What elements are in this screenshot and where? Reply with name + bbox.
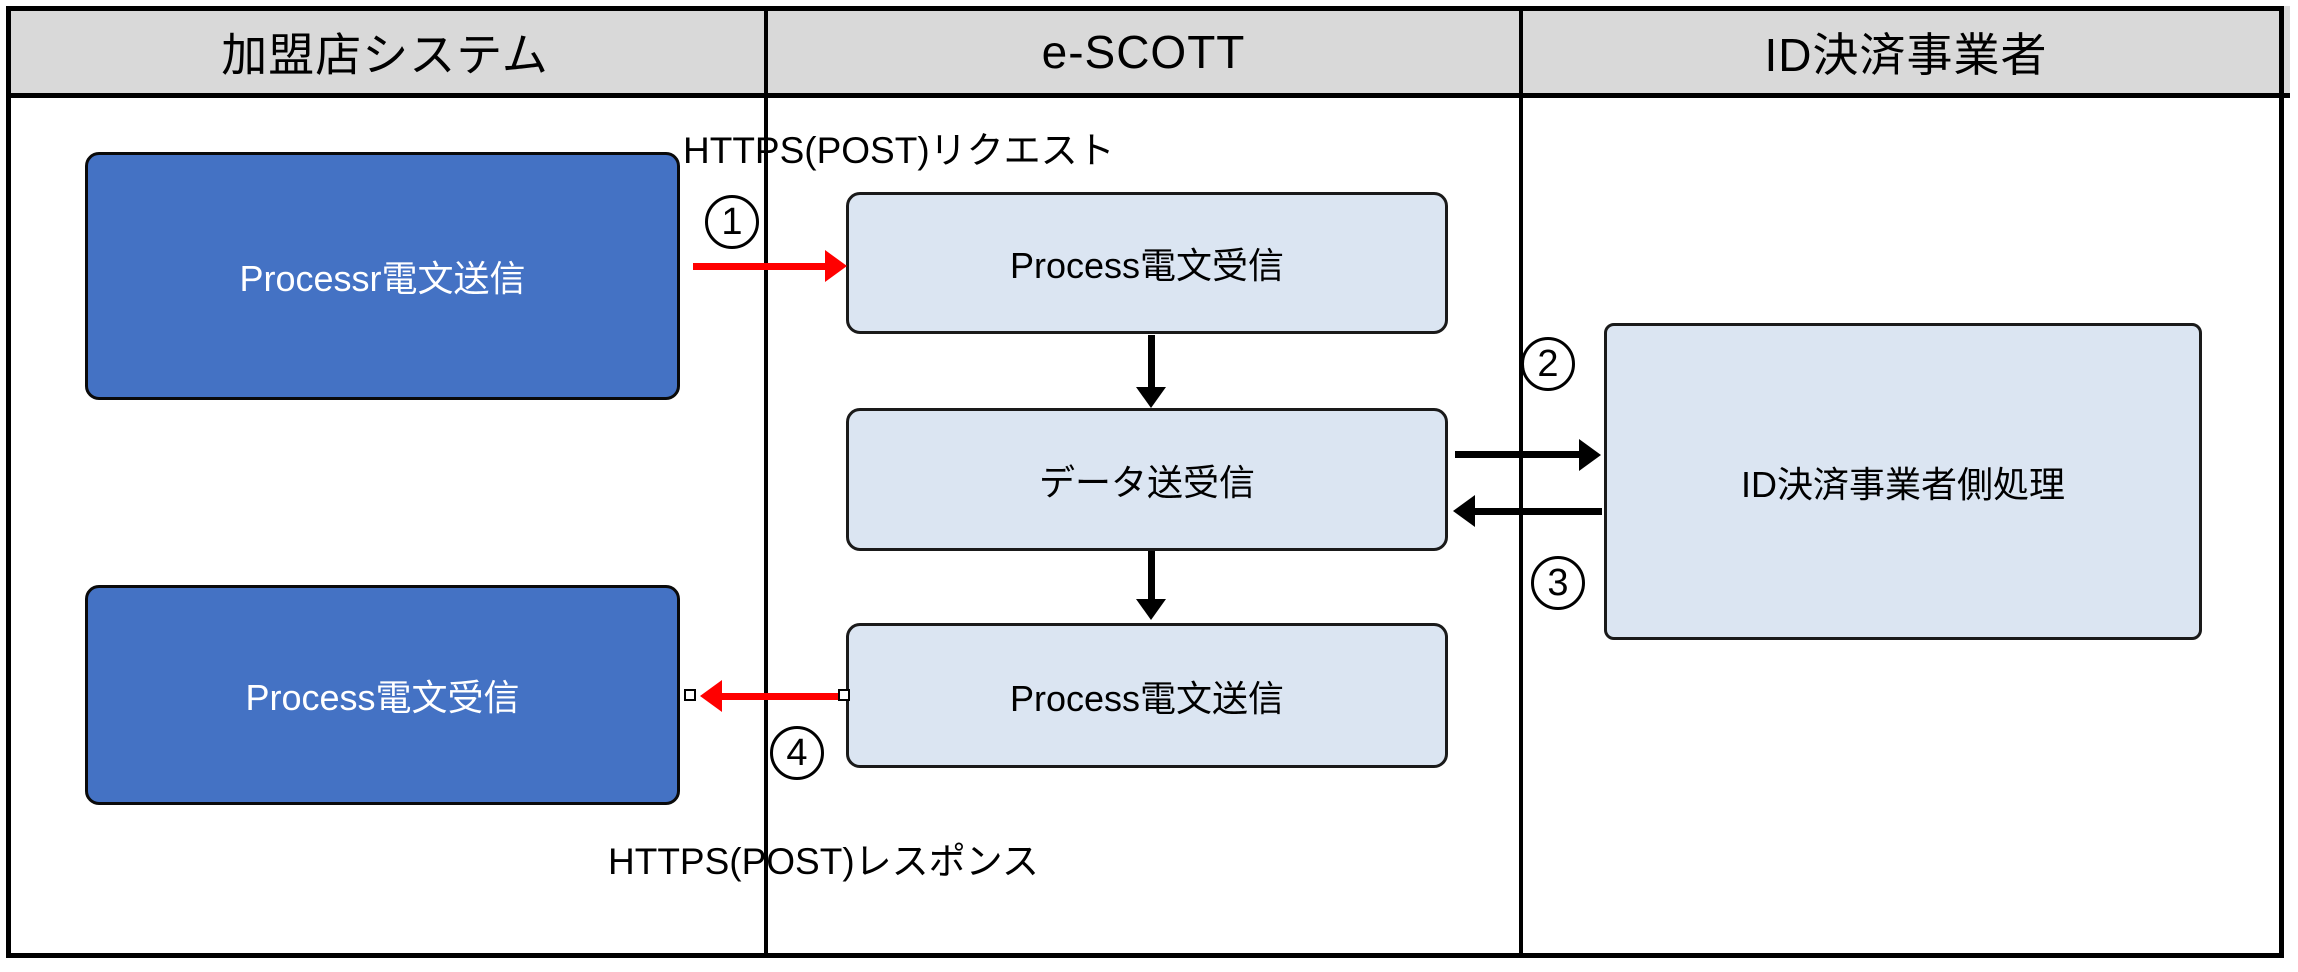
arrow-step2-to-provider-line [1455,451,1579,458]
node-escott-data-exchange: データ送受信 [846,408,1448,551]
https-post-request-label: HTTPS(POST)リクエスト [683,130,1115,171]
step-4-number: 4 [786,731,808,774]
node-merchant-receive-label: Process電文受信 [245,677,520,718]
step-4-badge: 4 [770,726,824,780]
step-2-badge: 2 [1521,337,1575,391]
column-header-escott: e-SCOTT [1041,26,1246,78]
step-1-badge: 1 [705,195,759,249]
arrow-escott-data-to-send-head-icon [1136,599,1166,620]
node-merchant-send: Processr電文送信 [85,152,680,400]
node-escott-receive-label: Process電文受信 [1009,245,1285,286]
step-3-badge: 3 [1531,556,1585,610]
arrow-step2-to-provider-head-icon [1579,439,1601,471]
arrow-step4-response-line [722,693,839,700]
arrow-escott-receive-to-data-head-icon [1136,387,1166,408]
header-band [6,6,2290,98]
node-merchant-receive: Process電文受信 [85,585,680,805]
step-1-number: 1 [721,200,743,243]
https-post-response-label: HTTPS(POST)レスポンス [608,841,1039,882]
node-escott-data-exchange-label: データ送受信 [1038,461,1255,503]
arrow-step4-endpoint-handle-left [684,689,696,701]
node-provider-process-label: ID決済事業者側処理 [1740,463,2065,505]
column-header-merchant: 加盟店システム [221,29,549,81]
arrow-step1-request-line [693,263,825,270]
arrow-step3-from-provider-head-icon [1453,495,1475,527]
node-escott-send-label: Process電文送信 [1009,677,1285,719]
step-3-number: 3 [1547,561,1569,604]
column-divider-2 [1519,6,1523,958]
arrow-step3-from-provider-line [1475,508,1602,515]
step-2-number: 2 [1537,342,1559,385]
arrow-step4-endpoint-handle-right [838,689,850,701]
column-divider-1 [764,6,768,958]
arrow-escott-receive-to-data-line [1148,335,1155,387]
arrow-escott-data-to-send-line [1148,551,1155,599]
column-header-id-provider: ID決済事業者 [1764,29,2048,81]
arrow-step1-request-head-icon [825,250,847,282]
node-provider-process: ID決済事業者側処理 [1604,323,2202,640]
node-merchant-send-label: Processr電文送信 [239,258,526,299]
arrow-step4-response-head-icon [700,680,722,712]
node-escott-send: Process電文送信 [846,623,1448,768]
node-escott-receive: Process電文受信 [846,192,1448,334]
